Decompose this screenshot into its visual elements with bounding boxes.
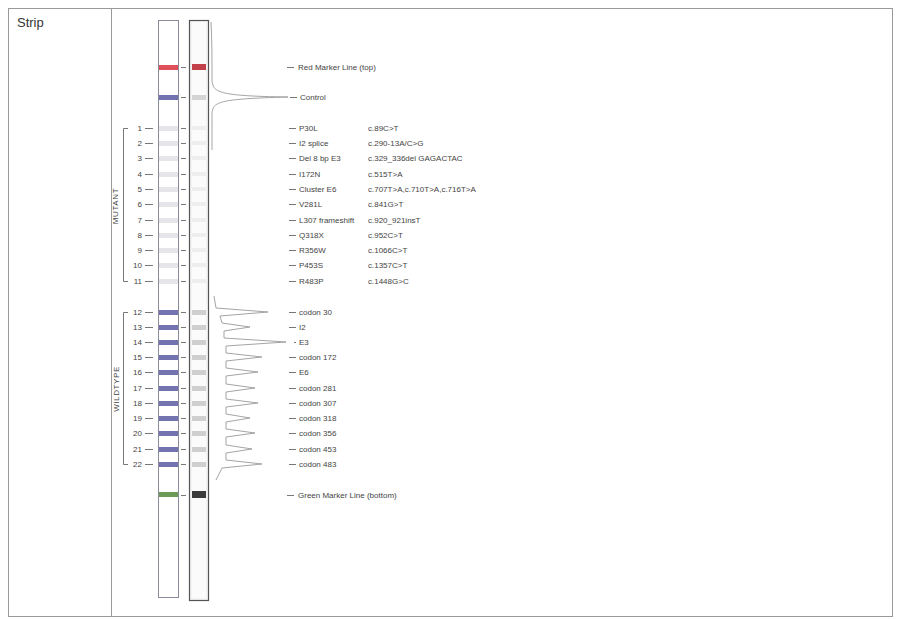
callout-number: 18 [133,399,142,409]
photo-strip [190,21,209,601]
label-dashes [287,68,297,496]
schematic-strip [159,21,179,598]
control-label: Control [300,93,326,103]
mutation-name: I2 splice [299,139,328,149]
group-label: WILDTYPE [111,366,121,412]
mutation-code: c.920_921insT [368,216,420,226]
wildtype-name: codon 307 [299,399,336,409]
callout-number: 8 [138,231,142,241]
wildtype-bracket [124,313,129,465]
wildtype-name: codon 356 [299,429,336,439]
mutation-name: R356W [299,246,326,256]
callout-number: 3 [138,154,142,164]
mutation-code: c.707T>A,c.710T>A,c.716T>A [368,185,476,195]
wildtype-bands [159,310,178,467]
callout-number: 7 [138,216,142,226]
callout-number: 9 [138,246,142,256]
mutation-name: Cluster E6 [299,185,336,195]
callout-number: 10 [133,261,142,271]
callout-number: 6 [138,200,142,210]
mutation-code: c.515T>A [368,170,402,180]
callout-number: 1 [138,124,142,134]
mutation-name: R483P [299,277,323,287]
callout-number: 4 [138,170,142,180]
wildtype-name: codon 172 [299,353,336,363]
band-ticks [181,68,186,496]
photo-mutant-bands [192,126,206,283]
photo-red-band [192,64,206,70]
wildtype-name: E6 [299,368,309,378]
mutation-code: c.1066C>T [368,246,407,256]
wildtype-profile [214,296,286,480]
mutation-code: c.89C>T [368,124,398,134]
mutation-code: c.1448G>C [368,277,409,287]
mutation-name: V281L [299,200,322,210]
mutation-name: P30L [299,124,318,134]
control-profile [211,22,288,150]
mutant-bracket [124,129,129,282]
marker-label: Red Marker Line (top) [298,63,376,73]
callout-number: 21 [133,445,142,455]
number-ticks [145,129,153,465]
control-band [159,95,178,100]
wildtype-name: codon 318 [299,414,336,424]
table-cell: Strip [9,9,112,616]
wildtype-name: codon 30 [299,308,332,318]
callout-number: 14 [133,338,142,348]
mutation-name: Del 8 bp E3 [299,154,341,164]
wildtype-name: codon 453 [299,445,336,455]
callout-number: 12 [133,308,142,318]
photo-control-band [192,95,206,100]
mutation-code: c.329_336del GAGACTAC [368,154,463,164]
wildtype-name: codon 483 [299,460,336,470]
callout-number: 11 [134,277,142,287]
table-frame [9,9,893,617]
mutation-code: c.1357C>T [368,261,407,271]
mutation-code: c.290-13A/C>G [368,139,423,149]
group-label: MUTANT [111,187,121,223]
callout-number: 2 [138,139,142,149]
mutation-name: Q318X [299,231,324,241]
mutation-name: I172N [299,170,320,180]
photo-wildtype-bands [192,310,206,467]
marker-label: Green Marker Line (bottom) [298,491,397,501]
mutation-code: c.841G>T [368,200,403,210]
green-marker-band [159,492,178,497]
mutation-name: P453S [299,261,323,271]
callout-number: 20 [133,429,142,439]
photo-green-band [192,491,206,498]
wildtype-name: I2 [299,323,306,333]
callout-number: 22 [133,460,142,470]
callout-number: 16 [133,368,142,378]
callout-number: 5 [138,185,142,195]
photo-strip-inner [192,22,206,598]
callout-number: 13 [133,323,142,333]
wildtype-name: codon 281 [299,384,336,394]
mutation-name: L307 frameshift [299,216,354,226]
cell-heading: Strip [9,9,111,36]
mutant-bands [159,126,178,284]
red-marker-band [159,65,178,70]
callout-number: 15 [133,353,142,363]
callout-number: 19 [133,414,142,424]
wildtype-name: E3 [299,338,309,348]
mutation-code: c.952C>T [368,231,403,241]
callout-number: 17 [133,384,142,394]
